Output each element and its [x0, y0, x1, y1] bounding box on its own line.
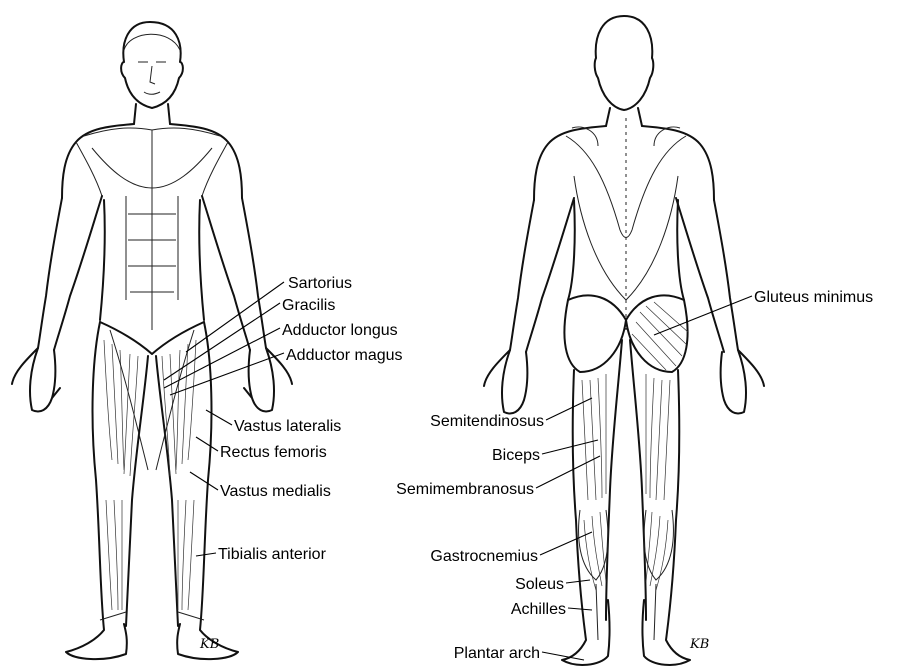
front-face: [138, 62, 166, 94]
label-vastus-lateralis: Vastus lateralis: [234, 418, 341, 435]
label-rectus-femoris: Rectus femoris: [220, 444, 327, 461]
back-calves: [579, 510, 674, 580]
back-leg-fibers: [582, 374, 670, 590]
front-left-arm: [38, 196, 102, 350]
leader-achilles: [568, 608, 592, 610]
label-biceps: Biceps: [492, 447, 540, 464]
back-scapula: [572, 127, 680, 146]
label-gracilis: Gracilis: [282, 297, 335, 314]
leader-biceps: [542, 440, 598, 454]
label-adductor-magus: Adductor magus: [286, 347, 403, 364]
front-leg-fibers: [104, 340, 196, 610]
back-right-hand: [721, 350, 764, 414]
front-right-hand: [244, 348, 292, 412]
label-plantar-arch: Plantar arch: [454, 645, 540, 662]
leader-semimembranosus: [536, 456, 600, 488]
label-vastus-medialis: Vastus medialis: [220, 483, 331, 500]
leader-adductor-longus: [164, 328, 280, 388]
leader-gluteus-minimus: [654, 296, 752, 335]
back-right-leg: [630, 340, 690, 665]
back-left-leg: [562, 340, 622, 665]
label-tibialis-anterior: Tibialis anterior: [218, 546, 327, 563]
label-gluteus-minimus: Gluteus minimus: [754, 289, 873, 306]
back-torso-outline: [534, 126, 714, 200]
front-head: [121, 22, 183, 108]
leader-tibialis-anterior: [196, 553, 216, 556]
front-hair: [124, 34, 180, 50]
label-semitendinosus: Semitendinosus: [430, 413, 544, 430]
label-semimembranosus: Semimembranosus: [396, 481, 534, 498]
back-achilles: [596, 584, 656, 640]
back-gluteus-fibers: [632, 302, 688, 370]
back-left-hand: [484, 350, 527, 414]
front-left-leg: [66, 322, 148, 659]
front-left-hand: [12, 348, 60, 412]
leader-gracilis: [164, 303, 280, 380]
leader-vastus-medialis: [190, 472, 218, 490]
label-adductor-longus: Adductor longus: [282, 322, 398, 339]
back-gluteus-left: [564, 295, 626, 372]
signature-front: KB: [199, 637, 219, 652]
front-right-arm: [202, 196, 266, 350]
label-sartorius: Sartorius: [288, 275, 352, 292]
back-head: [595, 16, 654, 110]
leader-soleus: [566, 580, 590, 583]
label-achilles: Achilles: [511, 601, 566, 618]
back-waist: [568, 200, 684, 300]
front-chest: [92, 130, 212, 190]
back-right-arm: [676, 198, 738, 352]
front-sartorius-band: [110, 330, 194, 470]
label-soleus: Soleus: [515, 576, 564, 593]
back-figure: [484, 16, 764, 665]
leader-rectus-femoris: [196, 437, 218, 451]
leader-semitendinosus: [546, 398, 592, 420]
leader-vastus-lateralis: [206, 410, 232, 425]
signature-back: KB: [689, 637, 709, 652]
front-ankles: [100, 612, 204, 620]
leader-gastrocnemius: [540, 532, 592, 555]
label-gastrocnemius: Gastrocnemius: [430, 548, 538, 565]
front-abs: [126, 190, 178, 330]
front-figure: [12, 22, 292, 659]
